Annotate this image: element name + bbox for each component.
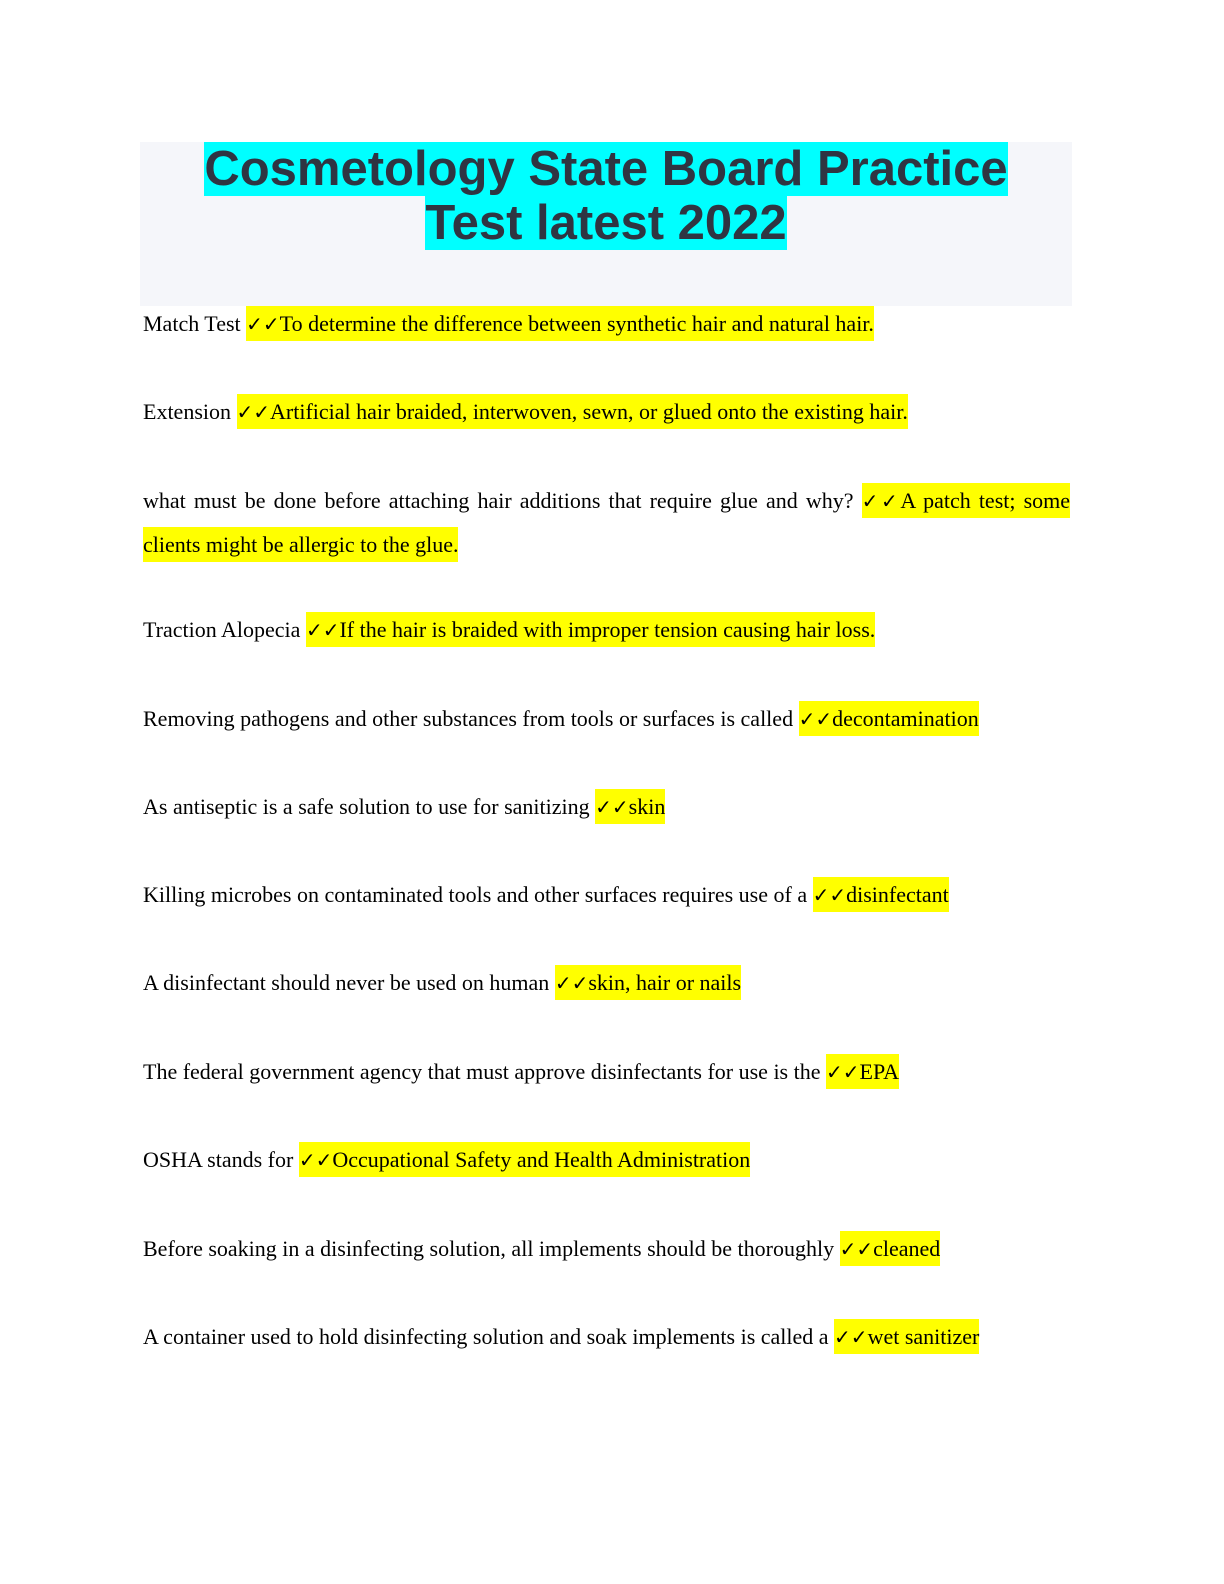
title-banner: Cosmetology State Board Practice Test la…: [140, 142, 1072, 306]
qa-item: Traction Alopecia ✓✓If the hair is braid…: [143, 608, 1070, 652]
check-icon: ✓✓: [236, 400, 271, 424]
check-icon: ✓✓: [834, 1325, 868, 1349]
question-text: Removing pathogens and other substances …: [143, 706, 794, 731]
answer-text: To determine the difference between synt…: [279, 311, 874, 336]
answer-highlight: ✓✓cleaned: [839, 1231, 941, 1266]
answer-highlight: ✓✓wet sanitizer: [834, 1319, 980, 1354]
question-text: OSHA stands for: [143, 1147, 294, 1172]
check-icon: ✓✓: [839, 1237, 874, 1261]
check-icon: ✓✓: [305, 618, 340, 642]
answer-text: decontamination: [832, 706, 979, 731]
answer-text: Occupational Safety and Health Administr…: [332, 1147, 751, 1172]
question-text: Traction Alopecia: [143, 617, 301, 642]
qa-item: Extension ✓✓Artificial hair braided, int…: [143, 390, 1070, 434]
question-text: A container used to hold disinfecting so…: [143, 1324, 829, 1349]
answer-highlight: ✓✓Occupational Safety and Health Adminis…: [298, 1142, 751, 1177]
question-text: Extension: [143, 399, 231, 424]
title-text: Cosmetology State Board Practice Test la…: [204, 142, 1008, 250]
answer-highlight: ✓✓Artificial hair braided, interwoven, s…: [236, 394, 908, 429]
answer-text: A patch test; some clients might be alle…: [143, 488, 1071, 557]
question-text: Killing microbes on contaminated tools a…: [143, 882, 808, 907]
question-text: Before soaking in a disinfecting solutio…: [143, 1236, 835, 1261]
question-text: what must be done before attaching hair …: [143, 488, 854, 513]
question-text: The federal government agency that must …: [143, 1059, 821, 1084]
qa-item: OSHA stands for ✓✓Occupational Safety an…: [143, 1138, 1070, 1182]
question-text: A disinfectant should never be used on h…: [143, 970, 550, 995]
answer-text: skin, hair or nails: [588, 970, 742, 995]
answer-highlight: ✓✓EPA: [826, 1054, 900, 1089]
qa-item: A container used to hold disinfecting so…: [143, 1315, 1070, 1359]
answer-text: skin: [628, 794, 666, 819]
qa-item: what must be done before attaching hair …: [143, 479, 1071, 567]
answer-highlight: ✓✓To determine the difference between sy…: [246, 306, 874, 341]
question-text: Match Test: [143, 311, 241, 336]
answer-highlight: ✓✓decontamination: [798, 701, 979, 736]
check-icon: ✓✓: [826, 1060, 860, 1084]
qa-item: As antiseptic is a safe solution to use …: [143, 785, 1070, 829]
check-icon: ✓✓: [812, 883, 847, 907]
answer-text: EPA: [859, 1059, 900, 1084]
qa-item: A disinfectant should never be used on h…: [143, 961, 1070, 1005]
answer-highlight: ✓✓skin: [595, 789, 666, 824]
answer-text: Artificial hair braided, interwoven, sew…: [270, 399, 908, 424]
check-icon: ✓✓: [246, 312, 280, 336]
qa-item: Before soaking in a disinfecting solutio…: [143, 1227, 1070, 1271]
check-icon: ✓✓: [554, 971, 589, 995]
qa-item: The federal government agency that must …: [143, 1050, 1070, 1094]
qa-item: Removing pathogens and other substances …: [143, 697, 1070, 741]
answer-text: disinfectant: [846, 882, 949, 907]
check-icon: ✓✓: [595, 795, 629, 819]
answer-text: cleaned: [873, 1236, 941, 1261]
answer-text: If the hair is braided with improper ten…: [339, 617, 876, 642]
question-text: As antiseptic is a safe solution to use …: [143, 794, 590, 819]
answer-highlight: ✓✓skin, hair or nails: [554, 965, 742, 1000]
document-title: Cosmetology State Board Practice Test la…: [140, 142, 1072, 250]
check-icon: ✓✓: [798, 707, 833, 731]
answer-highlight: ✓✓disinfectant: [812, 877, 949, 912]
qa-item: Match Test ✓✓To determine the difference…: [143, 302, 1070, 346]
answer-text: wet sanitizer: [867, 1324, 980, 1349]
answer-highlight: ✓✓If the hair is braided with improper t…: [305, 612, 876, 647]
check-icon: ✓✓: [861, 489, 901, 513]
qa-item: Killing microbes on contaminated tools a…: [143, 873, 1070, 917]
check-icon: ✓✓: [298, 1148, 333, 1172]
